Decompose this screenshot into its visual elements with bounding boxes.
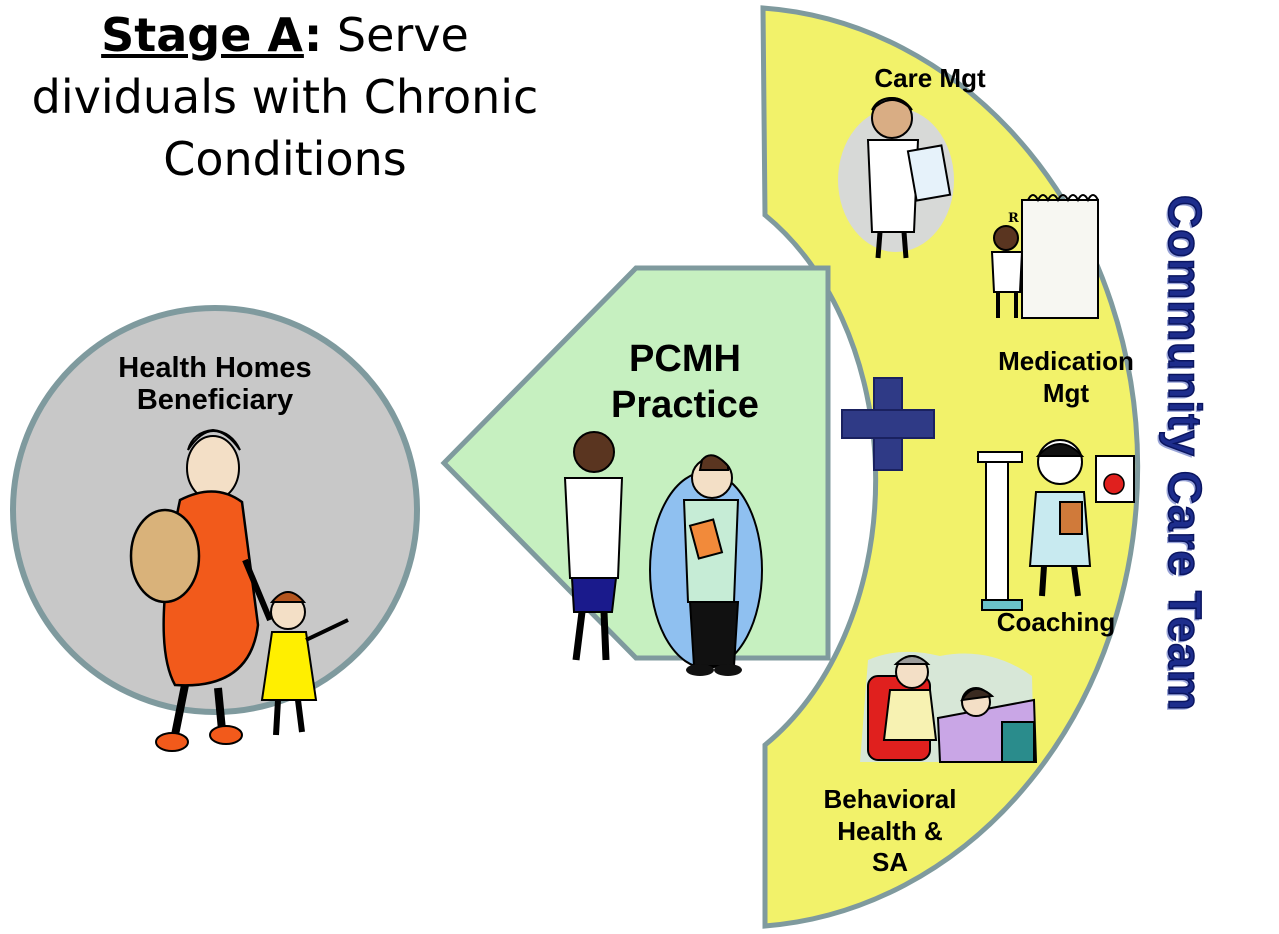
stage-label: Stage A — [101, 8, 304, 62]
beneficiary-label: Health Homes Beneficiary — [118, 352, 312, 417]
doctors-illustration — [563, 431, 763, 676]
plus-icon — [841, 377, 935, 471]
care-mgt-label: Care Mgt — [874, 63, 986, 93]
title-line-3: Conditions — [163, 132, 407, 186]
care-manager-illustration — [838, 96, 954, 259]
behavioral-health-label: Behavioral Health & SA — [823, 784, 957, 878]
pharmacist-illustration: R — [990, 194, 1099, 319]
community-care-team-label: Community Care Team — [1158, 194, 1212, 712]
svg-text:R: R — [1008, 211, 1019, 226]
title-line-2: dividuals with Chronic — [31, 70, 539, 124]
slide-title: Stage A: Serve dividuals with Chronic Co… — [0, 4, 600, 190]
grandmother-child-illustration — [129, 428, 349, 752]
coaching-label: Coaching — [996, 607, 1116, 637]
medication-mgt-label: Medication Mgt — [998, 346, 1134, 408]
title-line-1: Stage A: Serve — [101, 8, 469, 62]
patients-illustration — [860, 651, 1038, 763]
title-line-1-rest: Serve — [322, 8, 469, 62]
pcmh-pentagon — [440, 265, 831, 661]
pcmh-label: PCMH Practice — [611, 338, 759, 427]
coach-illustration — [977, 439, 1135, 611]
